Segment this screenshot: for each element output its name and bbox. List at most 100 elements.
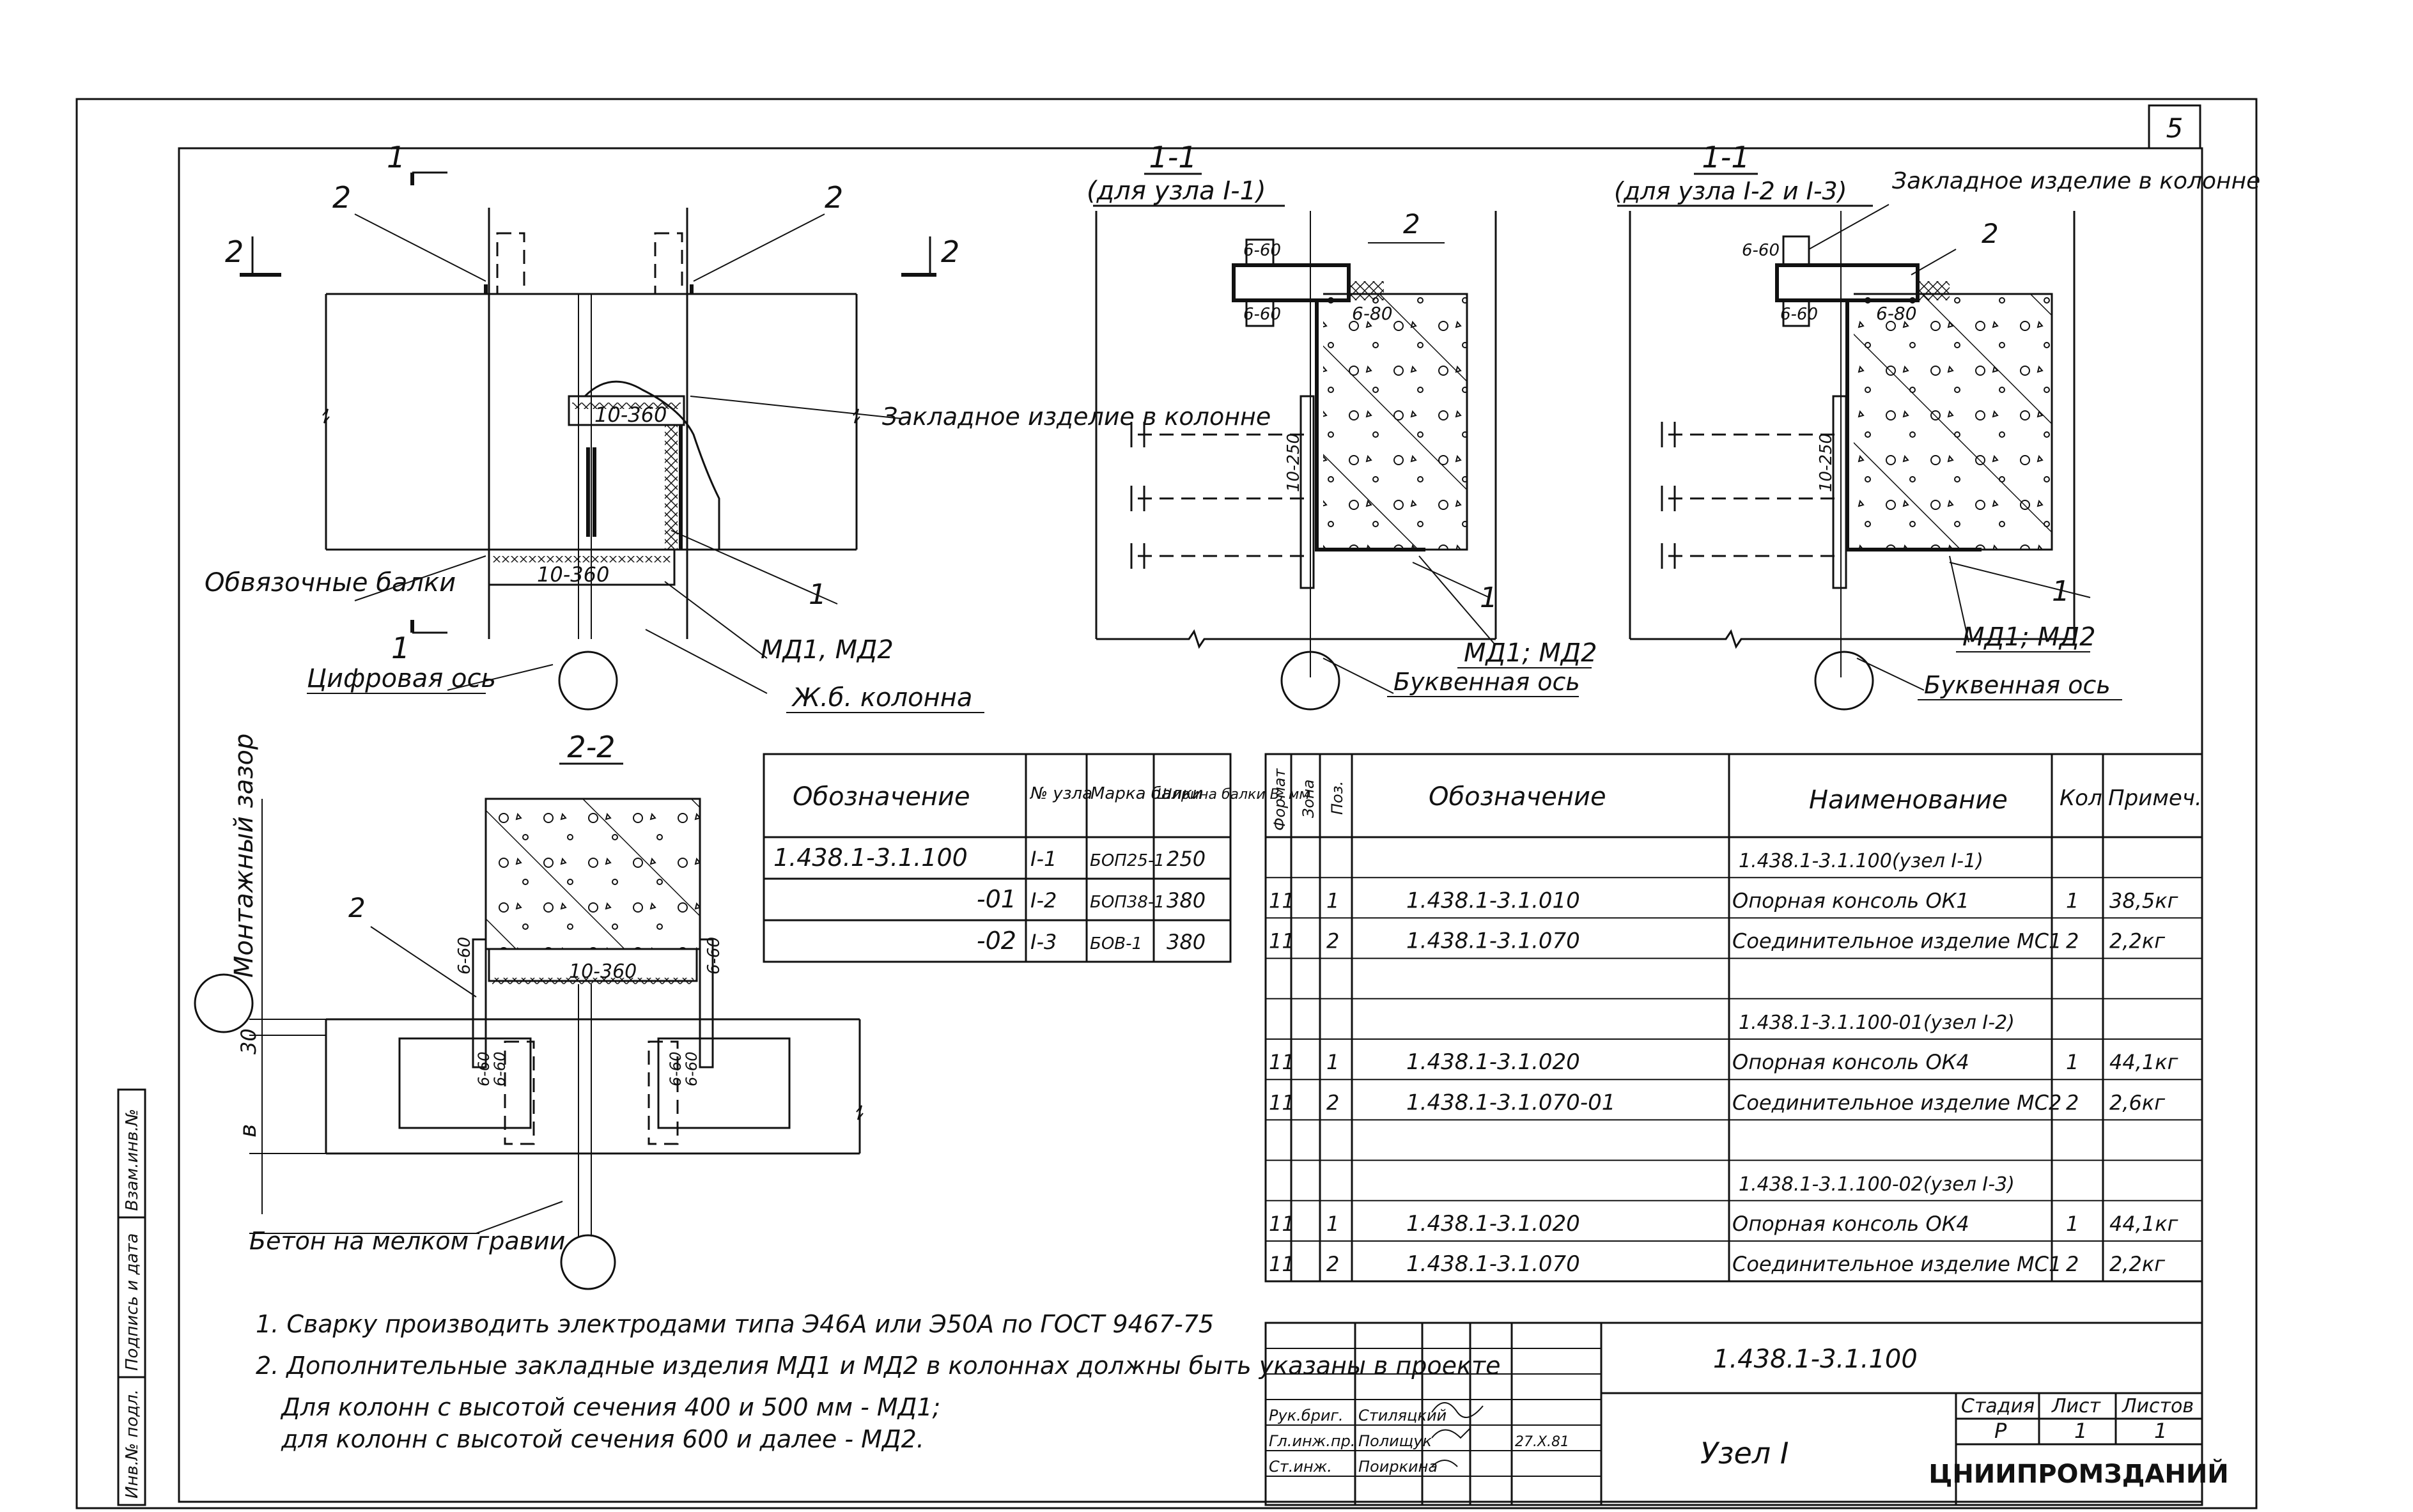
sec1b-title: 1-1 — [1702, 140, 1750, 174]
st-cell-qty: 1 — [2066, 888, 2079, 913]
callout-tie-beams: Обвязочные балки — [205, 568, 456, 598]
sec1b-axis: Буквенная ось — [1924, 671, 2111, 699]
sheet-number-box — [2148, 104, 2201, 150]
bt-cell-mark: БОП25-1 — [1090, 851, 1165, 870]
st-h-zone: Зона — [1300, 780, 1317, 818]
sec2-gap-label: Монтажный зазор — [229, 734, 259, 978]
tb-date-2: 27.X.81 — [1515, 1434, 1569, 1450]
tb-name-1: Стиляцкий — [1358, 1407, 1447, 1424]
left-stamp: Инв.№ подл. Подпись и дата Взам.инв.№ — [117, 1088, 146, 1506]
callout-pos1: 1 — [809, 578, 826, 611]
sec1b-md: МД1; МД2 — [1962, 622, 2096, 652]
st-cell-note: 2,2кг — [2109, 1252, 2165, 1276]
sec2-concrete: Бетон на мелком гравии — [249, 1227, 565, 1255]
sec2-plate: 10-360 — [569, 960, 637, 983]
tb-sheet: 1 — [2074, 1419, 2087, 1443]
st-cell-qty: 1 — [2066, 1050, 2079, 1074]
st-cell-pos: 1 — [1326, 1050, 1339, 1074]
st-cell-qty: 2 — [2066, 1252, 2079, 1276]
st-cell-name: Опорная консоль ОК1 — [1732, 888, 1969, 913]
beam-table: Обозначение № узла Марка балки Ширина ба… — [763, 753, 1310, 963]
bt-h-designation: Обозначение — [793, 782, 970, 812]
st-cell-qty: 2 — [2066, 929, 2079, 953]
sec2-weld-left-top: 6-60 — [455, 937, 474, 975]
note-1: 1. Сварку производить электродами типа Э… — [256, 1310, 1214, 1338]
sec1b-subtitle: (для узла I-2 и I-3) — [1614, 177, 1847, 205]
st-cell-designation: 1.438.1-3.1.070 — [1406, 1251, 1580, 1277]
st-cell-format: 11 — [1269, 1212, 1295, 1236]
plan-axis-circle — [558, 651, 618, 711]
st-h-format: Формат — [1271, 768, 1289, 831]
sec1a-weld-vertical: 10-250 — [1284, 433, 1303, 492]
plan-cut-2-right: 2 — [941, 235, 959, 269]
bt-cell-designation: -01 — [977, 885, 1016, 913]
outer-frame — [75, 98, 2258, 1509]
bt-h-node: № узла — [1029, 784, 1092, 803]
st-cell-note: 44,1кг — [2109, 1050, 2178, 1074]
note-3: Для колонн с высотой сечения 400 и 500 м… — [280, 1393, 940, 1421]
callout-md: МД1, МД2 — [761, 635, 894, 665]
tb-sheets: 1 — [2154, 1419, 2167, 1443]
sec1b-pos1: 1 — [2052, 575, 2070, 608]
tb-stage-label: Стадия — [1961, 1395, 2035, 1417]
plan-cut-1-bottom: 1 — [391, 631, 410, 665]
bt-cell-node: I-3 — [1030, 930, 1057, 954]
st-cell-note: 2,6кг — [2109, 1090, 2165, 1115]
bt-cell-mark: БОВ-1 — [1090, 934, 1142, 953]
sec2-axis-circle — [560, 1234, 616, 1290]
bt-cell-node: I-1 — [1030, 847, 1057, 871]
sec1a-md: МД1; МД2 — [1464, 638, 1597, 668]
st-cell-designation: 1.438.1-3.1.070 — [1406, 929, 1580, 954]
callout-column: Ж.б. колонна — [791, 683, 972, 713]
section-1-1-b: 1-1 (для узла I-2 и I-3) Закладное издел… — [1614, 140, 2260, 711]
st-cell-pos: 2 — [1326, 1252, 1339, 1276]
st-cell-pos: 2 — [1326, 1090, 1339, 1115]
st-cell-note: 44,1кг — [2109, 1212, 2178, 1236]
callout-embedded: Закладное изделие в колонне — [882, 403, 1271, 431]
sec1a-subtitle: (для узла I-1) — [1087, 176, 1266, 206]
st-cell-note: 2,2кг — [2109, 929, 2165, 953]
bt-cell-width: 380 — [1167, 888, 1206, 913]
bt-cell-node: I-2 — [1030, 888, 1057, 913]
tb-role-3: Ст.инж. — [1269, 1458, 1332, 1476]
sec2-title: 2-2 — [567, 730, 615, 764]
st-cell-designation: 1.438.1-3.1.070-01 — [1406, 1090, 1615, 1115]
tb-signatures — [1431, 1402, 1484, 1467]
plan-cut-2-left: 2 — [225, 235, 244, 269]
stamp-inv-label: Инв.№ подл. — [123, 1389, 142, 1499]
stamp-replace-label: Взам.инв.№ — [123, 1109, 142, 1211]
note-4: для колонн с высотой сечения 600 и далее… — [281, 1425, 924, 1453]
sec1a-weld-top: 6-60 — [1243, 241, 1281, 260]
tb-designation: 1.438.1-3.1.100 — [1713, 1345, 1918, 1374]
st-cell-name: Соединительное изделие МС1 — [1732, 929, 2061, 953]
st-cell-name: Опорная консоль ОК4 — [1732, 1050, 1969, 1074]
title-block: 1.438.1-3.1.100 Узел I Рук.бриг. Стиляцк… — [1264, 1322, 2229, 1506]
sec2-weld-right-b: 6-60 — [683, 1052, 701, 1086]
st-cell-name: Соединительное изделие МС1 — [1732, 1252, 2061, 1276]
st-cell-format: 11 — [1269, 929, 1295, 953]
st-cell-format: 11 — [1269, 1050, 1295, 1074]
tb-sheet-label: Лист — [2051, 1395, 2102, 1417]
callout-digital-axis: Цифровая ось — [307, 664, 496, 693]
plan-plate-top: 10-360 — [594, 403, 667, 427]
tb-name-2: Полищук — [1358, 1432, 1432, 1450]
sec1a-axis: Буквенная ось — [1393, 668, 1580, 696]
tb-role-2: Гл.инж.пр. — [1269, 1432, 1355, 1450]
bt-h-width: Ширина балки В, мм — [1157, 787, 1310, 803]
st-cell-designation: 1.438.1-3.1.010 — [1406, 888, 1580, 913]
st-cell-group: 1.438.1-3.1.100(узел I-1) — [1739, 850, 1983, 872]
sec1a-pos2: 2 — [1403, 208, 1420, 240]
plan-plate-bottom: 10-360 — [537, 562, 609, 587]
plan-cut-1-top: 1 — [387, 140, 405, 174]
section-2-2: 2-2 10-360 6-60 6-60 6-60 6-60 6-60 6-60… — [194, 730, 864, 1290]
sec1b-weld-beam: 6-80 — [1876, 303, 1917, 324]
spec-table: Формат Зона Поз. Обозначение Наименовани… — [1264, 753, 2203, 1283]
stamp-sign-label: Подпись и дата — [123, 1233, 142, 1371]
tb-stage: Р — [1994, 1419, 2007, 1443]
sheet-number: 5 — [2166, 112, 2184, 144]
sec1b-pos2: 2 — [1982, 218, 1999, 249]
st-cell-designation: 1.438.1-3.1.020 — [1406, 1049, 1580, 1075]
tb-name-3: Поиркина — [1358, 1458, 1438, 1476]
sec1a-pos1: 1 — [1480, 582, 1498, 614]
st-cell-pos: 1 — [1326, 1212, 1339, 1236]
